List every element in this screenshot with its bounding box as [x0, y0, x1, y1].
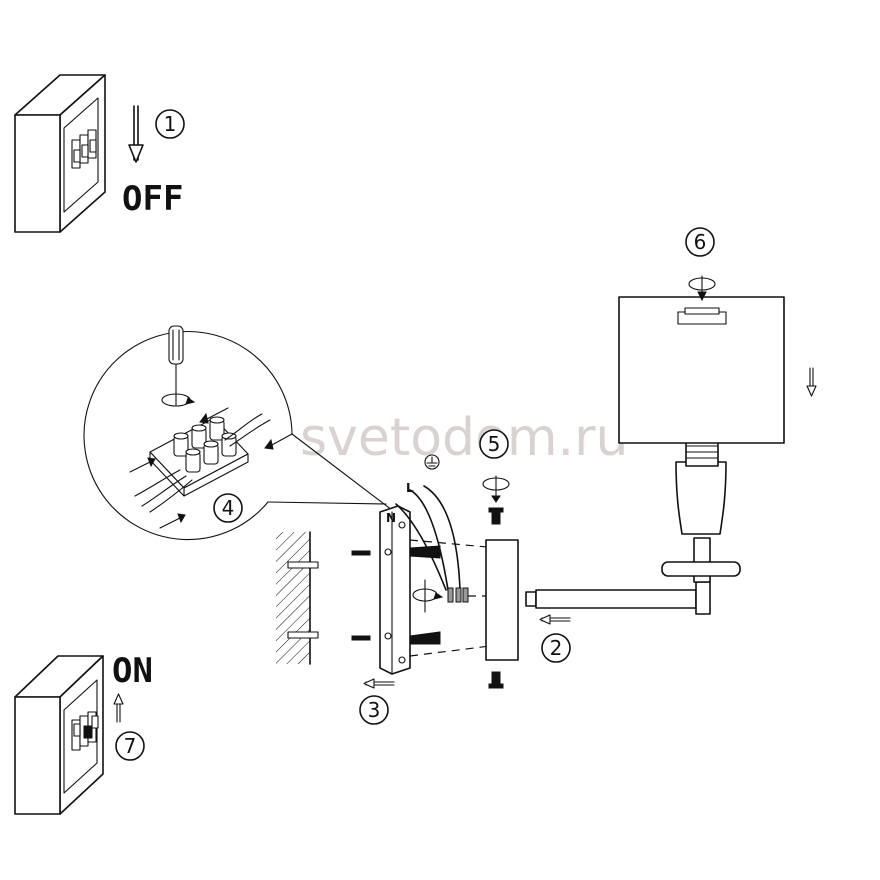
lamp-shade [618, 296, 785, 444]
screw-bottom-icon [488, 671, 504, 689]
breaker-box-off [14, 74, 106, 233]
step-2-label: 2 [550, 636, 563, 660]
insert-arrow-icon [129, 407, 293, 529]
step-7-label: 7 [124, 734, 137, 758]
step-6-marker: 6 [685, 227, 715, 257]
arrow-left-icon-2 [539, 614, 571, 625]
arrow-left-icon-3 [363, 678, 395, 689]
wires-icon [134, 413, 271, 513]
step-3-label: 3 [368, 698, 381, 722]
off-label: OFF [122, 179, 183, 219]
breaker-switch-icon [71, 129, 97, 169]
step-1-label: 1 [164, 112, 177, 136]
arrow-down-small-icon [806, 367, 817, 397]
step-5-marker: 5 [479, 429, 509, 459]
watermark: svetodom.ru [300, 408, 628, 468]
step-6-label: 6 [694, 230, 707, 254]
arrow-down-icon [128, 105, 144, 163]
rotate-icon [412, 579, 444, 613]
on-label: ON [112, 651, 153, 691]
arrow-up-icon [113, 693, 124, 723]
mounting-bracket: N [379, 505, 411, 675]
screw-icon [351, 545, 441, 645]
breaker-switch-on-icon [71, 711, 99, 751]
wiring-detail-bubble [83, 325, 393, 541]
wall-hatched [276, 531, 311, 665]
wall-plug-icon [287, 561, 319, 639]
step-3-marker: 3 [359, 695, 389, 725]
rotate-cw-icon [161, 393, 196, 407]
ground-symbol-icon [424, 454, 440, 470]
step-4-label: 4 [222, 496, 235, 520]
rotate-cw-icon-5 [482, 475, 510, 503]
canopy-plate [485, 539, 519, 661]
screw-top-icon [488, 507, 504, 525]
alignment-guides [409, 539, 499, 657]
rotate-cw-icon-6 [688, 275, 716, 302]
step-5-label: 5 [488, 432, 501, 456]
terminal-block-icon [149, 416, 249, 497]
step-1-marker: 1 [155, 109, 185, 139]
screwdriver-icon [168, 325, 184, 406]
terminal-l-label: L [406, 481, 414, 495]
step-7-marker: 7 [115, 731, 145, 761]
step-2-marker: 2 [541, 633, 571, 663]
step-4-marker: 4 [213, 493, 243, 523]
supply-cables [395, 485, 469, 603]
breaker-box-on [14, 655, 104, 815]
terminal-n-label: N [386, 511, 396, 525]
lamp-cup [661, 439, 741, 577]
